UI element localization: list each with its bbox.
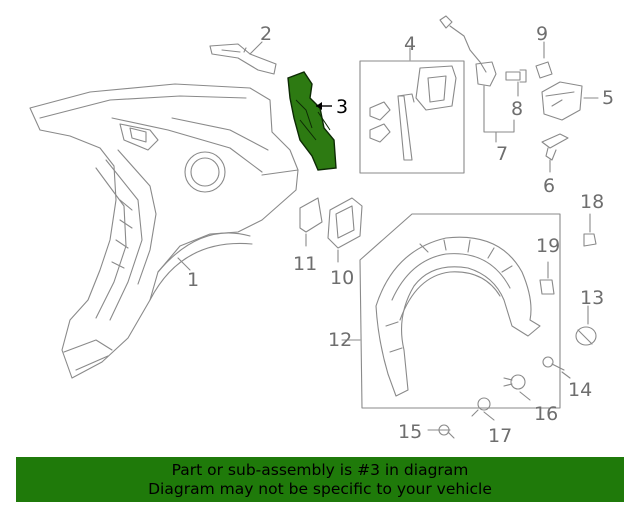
part-11-pad	[299, 197, 323, 233]
callout-4: 4	[404, 33, 416, 55]
callout-3: 3	[336, 96, 348, 118]
callout-7: 7	[496, 143, 508, 165]
callout-18: 18	[580, 191, 604, 213]
part-10-bracket	[327, 197, 363, 249]
part-6-clip	[541, 133, 569, 161]
part-19-clip	[539, 279, 555, 295]
part-2-strip	[209, 43, 277, 75]
callout-5: 5	[602, 87, 614, 109]
part-5-fuel-lid-housing	[541, 81, 583, 121]
callout-8: 8	[511, 98, 523, 120]
callout-9: 9	[536, 23, 548, 45]
callout-13: 13	[580, 287, 604, 309]
leader-lines	[177, 41, 599, 431]
callout-15: 15	[398, 421, 422, 443]
callout-19: 19	[536, 235, 560, 257]
part-16-nut	[503, 374, 526, 390]
part-8-bolt	[505, 69, 527, 83]
part-9-clip	[535, 61, 553, 79]
part-3-leader-arrow	[316, 102, 322, 110]
callout-6: 6	[543, 175, 555, 197]
part-15-screw	[438, 424, 455, 439]
callout-1: 1	[187, 269, 199, 291]
callout-16: 16	[534, 403, 558, 425]
callout-labels: 1 2 3 4 5 6 7 8 9 10 11 12 13 14 15 16 1…	[187, 23, 614, 447]
part-18-clip	[583, 233, 597, 247]
callout-17: 17	[488, 425, 512, 447]
banner-line-2: Diagram may not be specific to your vehi…	[148, 480, 492, 498]
callout-11: 11	[293, 253, 317, 275]
part-3-highlighted[interactable]	[287, 71, 337, 171]
callout-12: 12	[328, 329, 352, 351]
part-1-quarter-panel	[29, 83, 299, 379]
part-7-actuator-cable	[439, 15, 515, 133]
part-4-group-box	[359, 60, 465, 174]
part-12-fender-liner	[359, 213, 561, 409]
part-17-bolt	[471, 397, 491, 417]
part-14-screw	[542, 356, 565, 371]
info-banner: Part or sub-assembly is #3 in diagram Di…	[16, 457, 624, 502]
callout-14: 14	[568, 379, 592, 401]
part-13-grommet	[575, 326, 597, 346]
banner-line-1: Part or sub-assembly is #3 in diagram	[171, 461, 469, 479]
callout-10: 10	[330, 267, 354, 289]
callout-2: 2	[260, 23, 272, 45]
